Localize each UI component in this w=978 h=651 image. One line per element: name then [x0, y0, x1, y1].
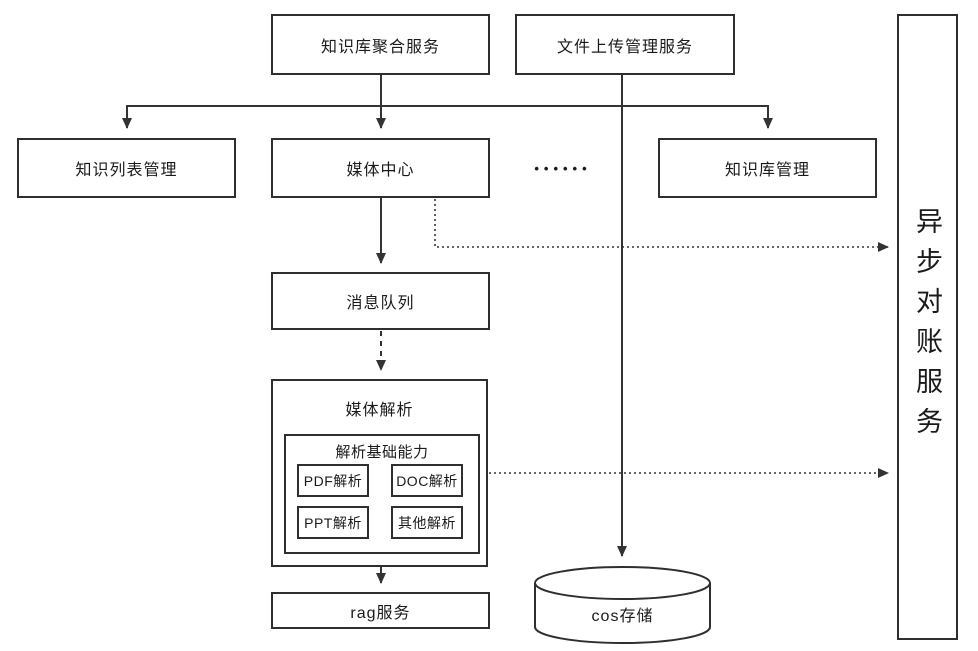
- node-knowledge-list-management: 知识列表管理: [17, 138, 236, 198]
- node-kb-management: 知识库管理: [658, 138, 877, 198]
- cos-cylinder: [534, 566, 711, 644]
- node-media-center: 媒体中心: [271, 138, 490, 198]
- parse-base-title: 解析基础能力: [335, 444, 429, 461]
- cos-storage-label: cos存储: [591, 608, 654, 625]
- node-message-queue: 消息队列: [271, 272, 490, 330]
- node-pdf-parse: PDF解析: [297, 464, 369, 497]
- media-parse-title: 媒体解析: [345, 402, 414, 419]
- node-kb-aggregation-service: 知识库聚合服务: [271, 14, 490, 75]
- node-ppt-parse: PPT解析: [297, 506, 369, 539]
- node-file-upload-service: 文件上传管理服务: [515, 14, 735, 75]
- node-doc-parse: DOC解析: [391, 464, 463, 497]
- node-other-parse: 其他解析: [391, 506, 463, 539]
- node-rag-service: rag服务: [271, 592, 490, 629]
- connector-mediacenter-async: [434, 199, 889, 252]
- ellipsis-dots: ••••••: [534, 160, 592, 176]
- node-async-reconciliation-service: 异步对账服务: [897, 14, 958, 640]
